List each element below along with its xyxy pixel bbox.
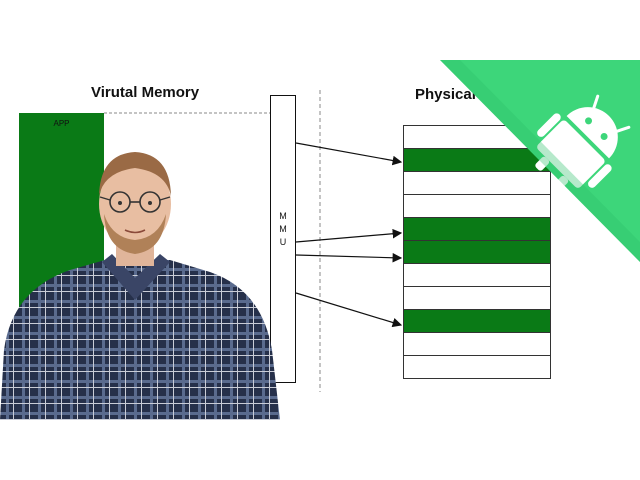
memory-page-free [403,355,551,379]
mmu-letter: M [279,224,287,234]
mapping-arrow-3 [295,252,403,263]
android-robot-icon [535,94,631,190]
memory-page-free [403,194,551,218]
app-label: APP [53,119,70,128]
memory-page-free [403,263,551,287]
virtual-memory-title: Virutal Memory [91,84,200,101]
mapping-arrow-1 [295,142,403,166]
mmu-letter: U [279,237,287,247]
mmu-box: M M U [270,95,296,383]
presenter-image [0,152,280,420]
mapping-arrow-4 [295,292,403,328]
corner-banner-edge [440,60,640,262]
mmu-letter: M [279,211,287,221]
memory-page-used [403,309,551,333]
physical-memory-stack [403,125,551,379]
mapping-arrow-2 [295,228,403,243]
memory-page-used [403,217,551,241]
memory-page-free [403,171,551,195]
